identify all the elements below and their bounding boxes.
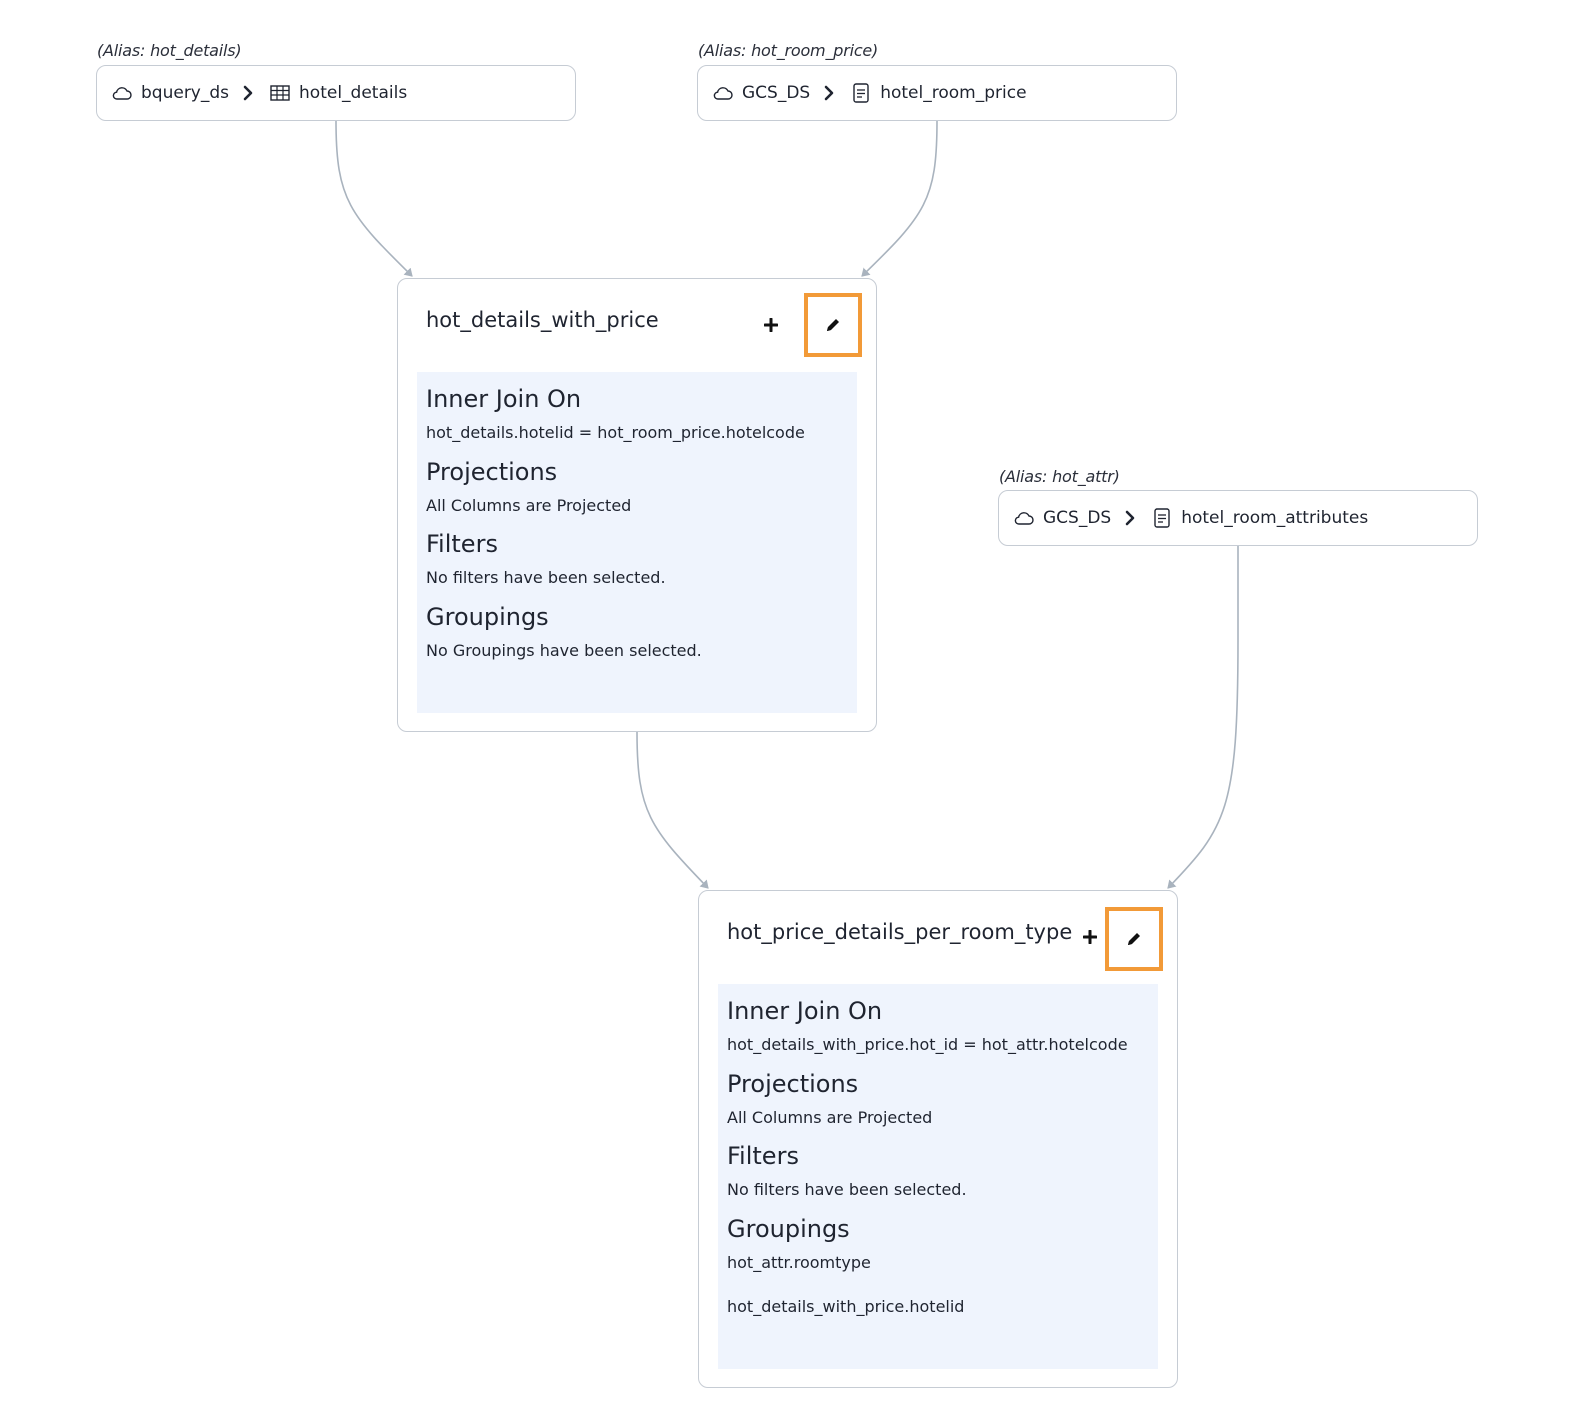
source-alias: (Alias: hot_details) xyxy=(97,41,242,60)
datasource-label: GCS_DS xyxy=(742,83,811,103)
plus-icon xyxy=(1083,930,1097,944)
source-node-hotel-details[interactable]: bquery_ds hotel_details xyxy=(96,65,576,121)
join-node-hot-details-with-price[interactable]: hot_details_with_price Inner Join On hot… xyxy=(397,278,877,732)
chevron-right-icon xyxy=(243,85,255,101)
filters-text: No filters have been selected. xyxy=(426,568,666,587)
projections-text: All Columns are Projected xyxy=(727,1108,933,1127)
edge-room-price-to-join xyxy=(861,120,938,277)
node-title: hot_details_with_price xyxy=(426,308,659,332)
grouping-item: hot_attr.roomtype xyxy=(727,1253,871,1272)
chevron-right-icon xyxy=(824,85,836,101)
edge-attributes-to-grouping xyxy=(1167,546,1239,889)
add-step-button[interactable] xyxy=(1081,928,1099,946)
edit-node-button[interactable] xyxy=(804,293,862,357)
grouping-item: No Groupings have been selected. xyxy=(426,641,702,660)
join-condition: hot_details_with_price.hot_id = hot_attr… xyxy=(727,1035,1128,1054)
source-alias: (Alias: hot_attr) xyxy=(999,467,1120,486)
table-label: hotel_room_attributes xyxy=(1181,508,1369,528)
edit-node-button[interactable] xyxy=(1105,907,1163,971)
join-node-hot-price-details-per-room-type[interactable]: hot_price_details_per_room_type Inner Jo… xyxy=(698,890,1178,1388)
edge-hotel-details-to-join xyxy=(335,120,413,277)
node-details-panel: Inner Join On hot_details_with_price.hot… xyxy=(718,984,1158,1369)
groupings-heading: Groupings xyxy=(426,603,549,631)
table-label: hotel_details xyxy=(299,83,408,103)
source-node-hotel-room-price[interactable]: GCS_DS hotel_room_price xyxy=(697,65,1177,121)
chevron-right-icon xyxy=(1125,510,1137,526)
table-grid-icon xyxy=(269,82,291,104)
cloud-icon xyxy=(1013,507,1035,529)
file-icon xyxy=(850,82,872,104)
add-step-button[interactable] xyxy=(762,316,780,334)
file-icon xyxy=(1151,507,1173,529)
table-label: hotel_room_price xyxy=(880,83,1027,103)
datasource-label: GCS_DS xyxy=(1043,508,1112,528)
source-alias: (Alias: hot_room_price) xyxy=(698,41,879,60)
node-title: hot_price_details_per_room_type xyxy=(727,920,1073,944)
grouping-item: hot_details_with_price.hotelid xyxy=(727,1297,965,1316)
plus-icon xyxy=(764,318,778,332)
join-heading: Inner Join On xyxy=(426,385,582,413)
filters-heading: Filters xyxy=(426,530,498,558)
pencil-icon xyxy=(827,319,839,331)
datasource-label: bquery_ds xyxy=(141,83,230,103)
source-node-hotel-room-attributes[interactable]: GCS_DS hotel_room_attributes xyxy=(998,490,1478,546)
join-condition: hot_details.hotelid = hot_room_price.hot… xyxy=(426,423,805,442)
projections-heading: Projections xyxy=(426,458,558,486)
node-details-panel: Inner Join On hot_details.hotelid = hot_… xyxy=(417,372,857,713)
projections-text: All Columns are Projected xyxy=(426,496,632,515)
join-heading: Inner Join On xyxy=(727,997,883,1025)
filters-text: No filters have been selected. xyxy=(727,1180,967,1199)
edge-join-to-grouping xyxy=(636,731,709,889)
groupings-heading: Groupings xyxy=(727,1215,850,1243)
pencil-icon xyxy=(1128,933,1140,945)
cloud-icon xyxy=(712,82,734,104)
filters-heading: Filters xyxy=(727,1142,799,1170)
cloud-icon xyxy=(111,82,133,104)
projections-heading: Projections xyxy=(727,1070,859,1098)
